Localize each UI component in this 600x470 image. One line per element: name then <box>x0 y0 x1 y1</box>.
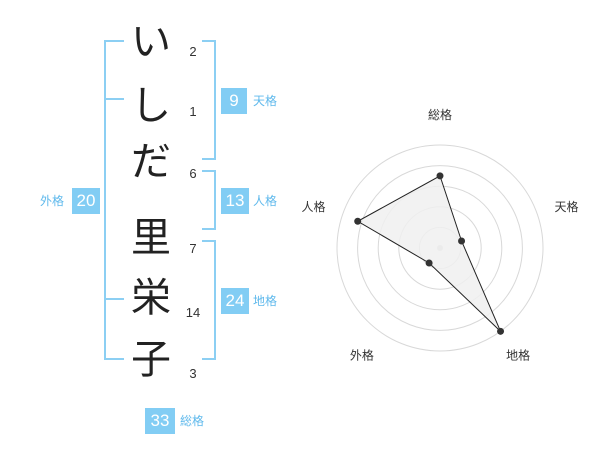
radar-axis-label-4: 外格 <box>350 348 374 363</box>
radar-point-1 <box>436 172 444 180</box>
gaikaku-label: 外格 <box>40 194 65 208</box>
soukaku-label: 総格 <box>180 414 205 428</box>
name-char-3: だ <box>131 139 171 185</box>
radar-ring-5 <box>336 144 544 352</box>
gaikaku-bracket <box>104 40 124 360</box>
gaikaku-value: 20 <box>72 188 100 214</box>
jinkaku-value: 13 <box>221 188 249 214</box>
stroke-count-2: 1 <box>189 104 197 119</box>
stroke-count-5: 14 <box>185 305 201 320</box>
soukaku-value: 33 <box>145 408 175 434</box>
stroke-count-6: 3 <box>189 366 197 381</box>
stroke-count-1: 2 <box>189 44 197 59</box>
jinkaku-bracket <box>202 170 216 230</box>
radar-point-3 <box>497 327 505 335</box>
radar-ring-4 <box>357 165 523 331</box>
tenkaku-value: 9 <box>221 88 247 114</box>
chikaku-label: 地格 <box>253 294 278 308</box>
radar-point-5 <box>354 217 362 225</box>
gaikaku-bracket-tick-bottom <box>104 298 124 300</box>
chikaku-value: 24 <box>221 288 249 314</box>
jinkaku-label: 人格 <box>253 194 278 208</box>
radar-point-4 <box>425 259 433 267</box>
chikaku-bracket <box>202 240 216 360</box>
name-char-2: し <box>131 83 171 129</box>
radar-axis-label-5: 人格 <box>302 199 326 214</box>
tenkaku-label: 天格 <box>253 94 278 108</box>
radar-axis-label-1: 総格 <box>428 107 452 122</box>
name-char-1: い <box>131 19 171 65</box>
radar-axis-label-2: 天格 <box>554 199 578 214</box>
radar-point-2 <box>458 237 466 245</box>
gaikaku-bracket-tick-top <box>104 98 124 100</box>
name-char-6: 子 <box>131 337 171 383</box>
stroke-count-3: 6 <box>189 166 197 181</box>
tenkaku-bracket <box>202 40 216 160</box>
name-char-4: 里 <box>131 215 171 261</box>
name-char-5: 栄 <box>131 275 171 321</box>
radar-series-area <box>356 175 502 332</box>
stroke-count-4: 7 <box>189 241 197 256</box>
radar-axis-label-3: 地格 <box>506 348 530 363</box>
